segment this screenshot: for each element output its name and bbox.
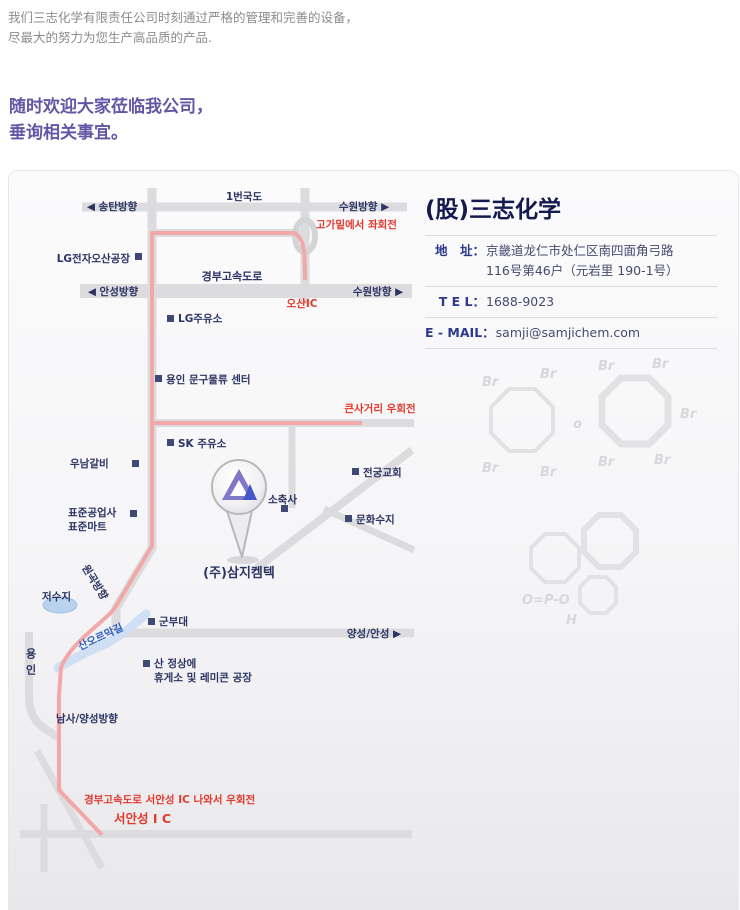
atom-br: Br (540, 465, 558, 480)
directions-map: ◀ 송탄방향 1번국도 수원방향 ▶ 고가밑에서 좌회전 LG전자오산공장 ◀ … (20, 188, 416, 872)
label-national-road-1: 1번국도 (226, 190, 263, 203)
tel-value: 1688-9023 (486, 293, 555, 309)
pin-shadow (227, 556, 259, 564)
poi-munhwa (345, 515, 352, 522)
address-label-spacer (425, 263, 485, 280)
address-row: 地 址： 京畿道龙仁市处仁区南四面角弓路 (425, 236, 717, 266)
atom-br: Br (654, 453, 672, 468)
company-logo-icon (222, 469, 257, 500)
molecule-ring (578, 575, 618, 615)
divider (425, 235, 717, 236)
company-location-pin (211, 459, 267, 564)
label-songtan-direction: ◀ 송탄방향 (87, 200, 138, 213)
label-summit-line2: 휴게소 및 레미콘 공장 (154, 671, 252, 684)
welcome-line2: 垂询相关事宜。 (9, 123, 128, 144)
molecule-ring (489, 387, 555, 453)
label-stationery-center: 용인 문구물류 센터 (166, 373, 251, 386)
label-seoanseong-exit-note: 경부고속도로 서안성 IC 나와서 우회전 (84, 793, 255, 806)
atom-br: Br (652, 357, 670, 372)
atom-br: Br (598, 455, 616, 470)
poi-stationery (155, 375, 162, 382)
molecule-ring (581, 512, 639, 570)
divider (425, 316, 717, 318)
label-suwon-direction-mid: 수원방향 ▶ (353, 285, 404, 298)
atom-br: Br (482, 375, 500, 390)
poi-sk-gas (167, 439, 174, 446)
atom-br: Br (680, 407, 698, 422)
poi-unam-galbi (132, 460, 139, 467)
welcome-text: 随时欢迎大家莅临我公司， 垂询相关事宜。 (9, 94, 213, 147)
label-jeongung-church: 전궁교회 (363, 466, 402, 479)
molecule-ring (598, 374, 672, 448)
intro-text: 我们三志化学有限责任公司时刻通过严格的管理和完善的设备， 尽最大的努力为您生产高… (8, 8, 358, 48)
label-pyojun-mart: 표준마트 (68, 520, 107, 533)
label-military-base: 군부대 (159, 615, 188, 628)
address-label: 地 址： (434, 243, 485, 258)
divider (425, 285, 717, 287)
label-unam-galbi: 우남갈비 (70, 457, 109, 470)
label-sk-gas-station: SK 주유소 (178, 438, 227, 450)
label-yongin: 용인 (24, 648, 37, 680)
molecule-ring (529, 532, 581, 584)
label-wongok-direction: 원곡방향 (79, 562, 111, 602)
label-lg-osan-factory: LG전자오산공장 (57, 252, 131, 265)
label-namsa-direction: 남사/양성방향 (56, 712, 118, 725)
atom-br: Br (598, 359, 616, 374)
label-munhwa-resin: 문화수지 (356, 513, 395, 526)
tel-label: T E L： (438, 293, 485, 309)
poi-lg-gas (167, 315, 174, 322)
reservoir-lake (42, 596, 78, 614)
label-company-name: (주)삼지켐텍 (203, 565, 275, 581)
email-row: E - MAIL： samji@samjichem.com (425, 318, 717, 348)
label-pyojun-industry: 표준공업사 (68, 506, 117, 519)
atom-o: o (573, 417, 582, 432)
label-lg-gas-station: LG주유소 (178, 313, 223, 325)
atom-br: Br (482, 461, 500, 476)
label-gyeongbu-expressway: 경부고속도로 (202, 269, 263, 283)
atom-hydrogen: H (566, 613, 577, 628)
email-label: E - MAIL： (425, 324, 495, 340)
label-yangseong-direction: 양성/안성 ▶ (347, 627, 402, 640)
label-osan-ic: 오산IC (287, 297, 318, 310)
label-summit-line1: 산 정상에 (154, 657, 196, 670)
address-value-line2: 116号第46户（元岩里 190-1号） (486, 262, 679, 278)
welcome-line1: 随时欢迎大家莅临我公司， (9, 97, 213, 117)
label-overpass-left-turn: 고가밑에서 좌회전 (316, 218, 397, 231)
poi-lg-factory (135, 253, 142, 260)
intro-line2: 尽最大的努力为您生产高品质的产品. (8, 30, 212, 45)
mountain-road-shape (53, 609, 151, 673)
label-anseong-direction: ◀ 안성방향 (88, 285, 139, 298)
email-value: samji@samjichem.com (495, 324, 641, 340)
company-title: (股)三志化学 (425, 197, 562, 223)
poi-pyojun (130, 510, 137, 517)
address-value-line1: 京畿道龙仁市处仁区南四面角弓路 (486, 243, 674, 258)
address-row-continued: 116号第46户（元岩里 190-1号） (425, 263, 717, 286)
poi-markers (130, 253, 359, 667)
company-info: (股)三志化学 地 址： 京畿道龙仁市处仁区南四面角弓路 116号第46户（元岩… (425, 190, 717, 349)
intro-line1: 我们三志化学有限责任公司时刻通过严格的管理和完善的设备， (8, 10, 359, 25)
tel-row: T E L： 1688-9023 (425, 287, 717, 317)
poi-military (148, 618, 155, 625)
atom-br: Br (540, 367, 558, 382)
label-suwon-direction-top: 수원방향 ▶ (339, 200, 390, 213)
poi-summit (143, 660, 150, 667)
label-big-crossroad-right-turn: 큰사거리 우회전 (344, 402, 415, 415)
molecule-watermark: Br Br Br Br Br Br Br Br Br o O=P-O H (482, 357, 698, 628)
poi-church (352, 468, 359, 475)
atom-phosphate: O=P-O (522, 593, 570, 608)
poi-cattle-shed (281, 505, 288, 512)
label-seoanseong-ic: 서안성 I C (114, 811, 171, 826)
driving-route (57, 231, 362, 837)
label-reservoir: 저수지 (42, 590, 71, 603)
divider (425, 347, 717, 349)
label-cattle-shed: 소축사 (268, 493, 297, 506)
